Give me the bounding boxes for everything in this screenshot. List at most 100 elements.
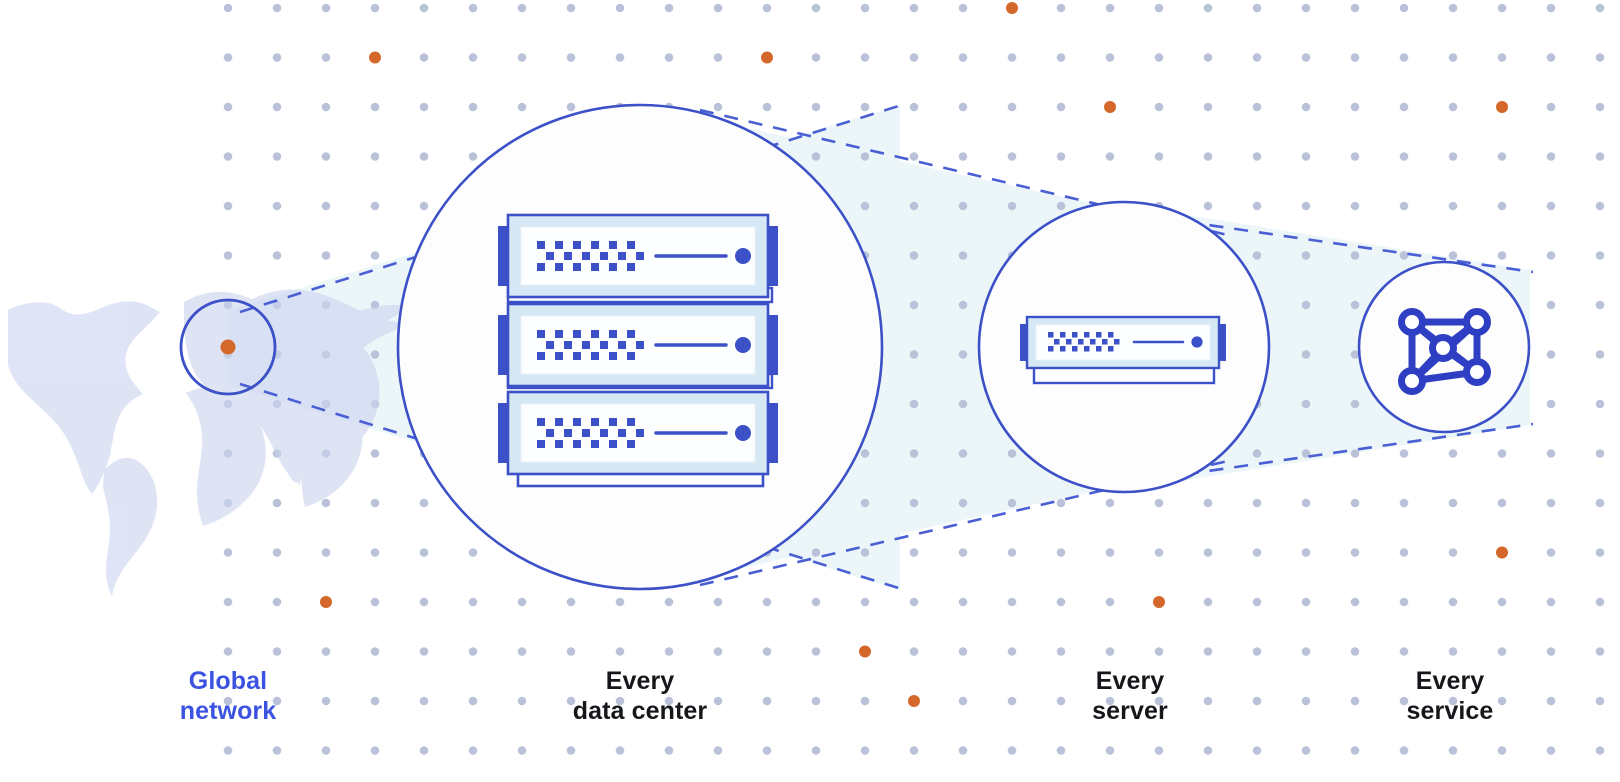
grid-dot — [1301, 350, 1311, 359]
grid-dot — [1595, 350, 1605, 359]
grid-dot — [909, 746, 919, 755]
grid-dot — [1546, 647, 1556, 656]
grid-dot — [1546, 746, 1556, 755]
grid-dot — [1252, 597, 1262, 607]
grid-dot — [1056, 548, 1066, 557]
grid-dot — [615, 3, 625, 13]
grid-dot — [860, 548, 870, 557]
grid-dot — [1056, 102, 1066, 112]
grid-dot — [958, 399, 968, 409]
server-unit-1 — [1018, 315, 1228, 370]
grid-dot-accent — [1006, 2, 1018, 14]
grid-dot — [272, 498, 282, 508]
grid-dot — [370, 696, 380, 706]
stage-label-server: Every server — [1092, 667, 1168, 725]
grid-dot — [958, 498, 968, 508]
dash-server-to-svc-bottom — [1159, 422, 1534, 480]
grid-dot — [811, 597, 821, 607]
grid-dot — [1399, 696, 1409, 706]
grid-dot — [272, 696, 282, 706]
grid-dot — [713, 647, 723, 656]
grid-dot — [1448, 498, 1458, 508]
grid-dot-accent — [320, 596, 332, 608]
dash-globe-to-dc-top — [239, 102, 906, 314]
grid-dot — [1448, 647, 1458, 656]
grid-dot — [1056, 3, 1066, 13]
grid-dot — [811, 53, 821, 62]
grid-dot — [958, 53, 968, 62]
grid-dot — [811, 3, 821, 13]
grid-dot — [1399, 449, 1409, 458]
grid-dot — [1154, 53, 1164, 62]
grid-dot — [1448, 251, 1458, 260]
grid-dot — [1497, 696, 1507, 706]
grid-dot — [223, 746, 233, 755]
grid-dot — [272, 201, 282, 211]
grid-dot — [909, 251, 919, 260]
grid-dot — [566, 597, 576, 607]
grid-dot — [419, 498, 429, 508]
grid-dot — [223, 548, 233, 557]
grid-dot — [370, 449, 380, 458]
grid-dot — [1595, 647, 1605, 656]
grid-dot — [1546, 548, 1556, 557]
grid-dot — [370, 201, 380, 211]
grid-dot — [517, 53, 527, 62]
grid-dot — [1546, 53, 1556, 62]
grid-dot — [664, 3, 674, 13]
grid-dot — [1007, 53, 1017, 62]
grid-dot — [1595, 449, 1605, 458]
grid-dot — [1448, 449, 1458, 458]
grid-dot — [1399, 3, 1409, 13]
rack-unit-3 — [496, 390, 780, 476]
grid-dot — [1252, 152, 1262, 161]
grid-dot — [1301, 3, 1311, 13]
grid-dot — [468, 3, 478, 13]
grid-dot — [1056, 53, 1066, 62]
grid-dot — [1497, 3, 1507, 13]
grid-dot — [1399, 152, 1409, 161]
grid-dot — [1105, 3, 1115, 13]
grid-dot — [1301, 647, 1311, 656]
grid-dot — [1105, 647, 1115, 656]
grid-dot — [468, 53, 478, 62]
grid-dot — [958, 746, 968, 755]
grid-dot — [1350, 548, 1360, 557]
grid-dot — [1007, 102, 1017, 112]
grid-dot — [958, 548, 968, 557]
grid-dot — [1350, 399, 1360, 409]
grid-dot — [860, 201, 870, 211]
grid-dot — [1350, 449, 1360, 458]
grid-dot — [1252, 102, 1262, 112]
grid-dot — [1203, 102, 1213, 112]
grid-dot — [1448, 201, 1458, 211]
grid-dot — [1546, 498, 1556, 508]
grid-dot-accent — [1496, 546, 1508, 559]
grid-dot — [860, 746, 870, 755]
grid-dot — [1497, 201, 1507, 211]
grid-dot — [1497, 746, 1507, 755]
grid-dot — [1203, 498, 1213, 508]
grid-dot — [468, 696, 478, 706]
grid-dot — [272, 152, 282, 161]
grid-dot — [1448, 102, 1458, 112]
grid-dot — [1105, 746, 1115, 755]
grid-dot — [762, 102, 772, 112]
grid-dot — [958, 647, 968, 656]
grid-dot — [909, 647, 919, 656]
grid-dot — [1105, 696, 1115, 706]
grid-dot — [468, 548, 478, 557]
grid-dot — [1056, 746, 1066, 755]
grid-dot — [762, 696, 772, 706]
grid-dot — [1350, 53, 1360, 62]
grid-dot-accent — [369, 51, 381, 64]
grid-dot — [811, 647, 821, 656]
grid-dot — [223, 201, 233, 211]
grid-dot — [1546, 152, 1556, 161]
grid-dot — [419, 548, 429, 557]
grid-dot — [664, 696, 674, 706]
grid-dot — [1252, 53, 1262, 62]
grid-dot — [615, 53, 625, 62]
grid-dot — [566, 53, 576, 62]
